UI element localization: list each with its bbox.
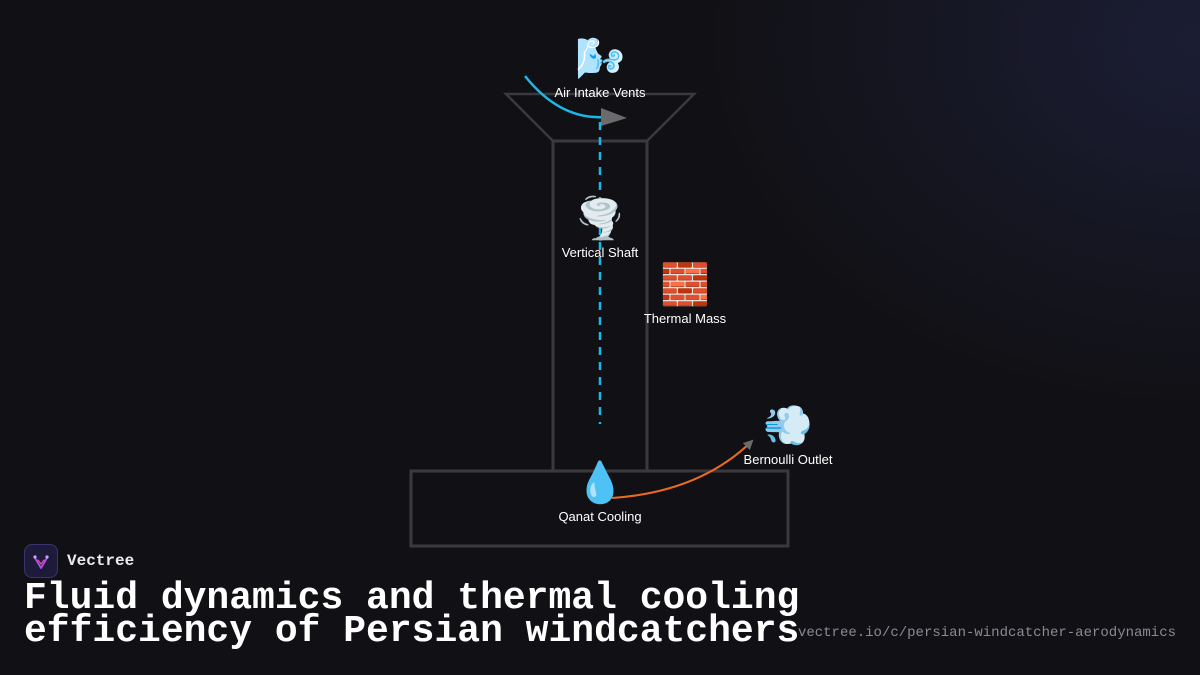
node-air-intake-vents: 🌬️ Air Intake Vents	[554, 35, 645, 100]
node-vertical-shaft: 🌪️ Vertical Shaft	[562, 195, 639, 260]
vertical-shaft-label: Vertical Shaft	[561, 245, 639, 260]
node-thermal-mass: 🧱 Thermal Mass	[644, 261, 726, 326]
brand: Vectree	[24, 544, 134, 578]
intake-airflow-curve	[524, 75, 606, 119]
qanat-cooling-label: Qanat Cooling	[558, 509, 642, 524]
droplet-icon: 💧	[575, 460, 625, 506]
dash-wind-icon: 💨	[763, 403, 813, 449]
intake-arrowhead	[601, 108, 627, 126]
thermal-mass-label: Thermal Mass	[643, 311, 727, 326]
tornado-icon: 🌪️	[575, 196, 625, 242]
wind-face-icon: 🌬️	[575, 36, 625, 82]
brand-name: Vectree	[67, 552, 135, 570]
brick-icon: 🧱	[660, 262, 710, 308]
source-url[interactable]: vectree.io/c/persian-windcatcher-aerodyn…	[797, 625, 1176, 641]
page-title: Fluid dynamics and thermal cooling effic…	[24, 577, 800, 653]
qanat-basin	[409, 469, 790, 548]
node-bernoulli-outlet: 💨 Bernoulli Outlet	[744, 402, 833, 467]
vectree-logo-icon	[24, 544, 58, 578]
outlet-airflow-curve	[611, 439, 754, 499]
air-intake-vents-label: Air Intake Vents	[554, 85, 646, 100]
node-qanat-cooling: 💧 Qanat Cooling	[558, 459, 641, 524]
bernoulli-outlet-label: Bernoulli Outlet	[743, 452, 833, 467]
